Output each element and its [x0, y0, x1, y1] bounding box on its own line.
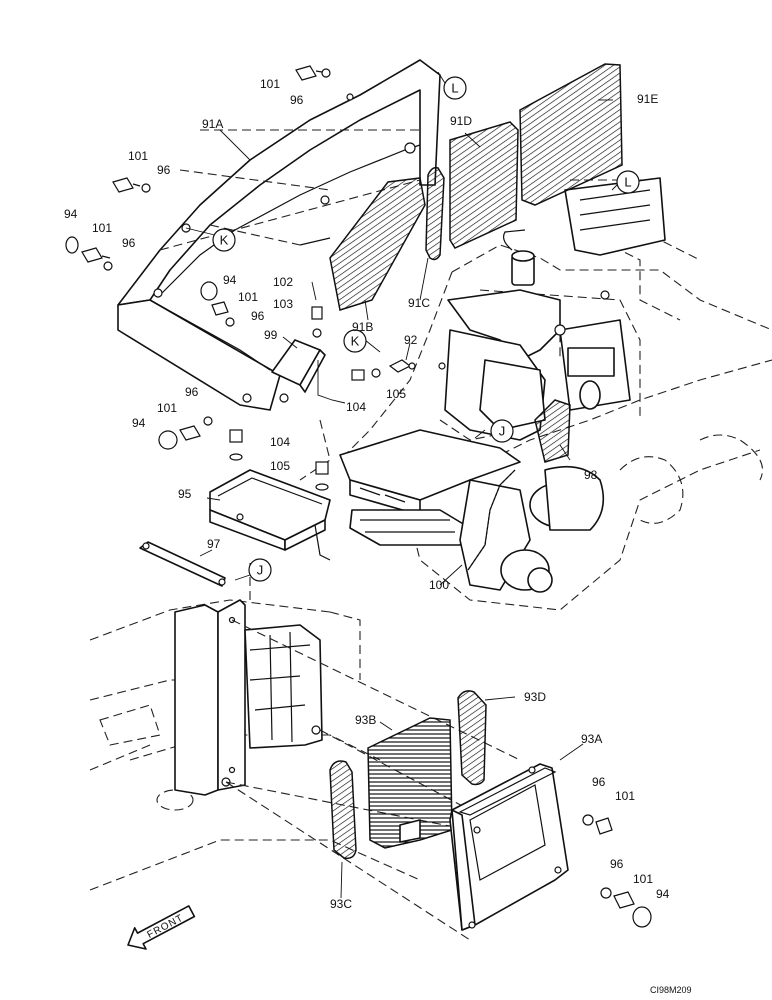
- panel-91e: [519, 63, 623, 206]
- label-91d: 91D: [450, 114, 472, 128]
- step-frame: [339, 429, 605, 593]
- label-91e: 91E: [637, 92, 658, 106]
- label-104: 104: [346, 400, 366, 414]
- label-100: 100: [429, 578, 449, 592]
- panel-93b: [367, 717, 453, 849]
- drawing-code: CI98M209: [650, 985, 692, 995]
- ref-circle-j-middle: J: [490, 419, 514, 443]
- machine-body-details: [444, 177, 666, 441]
- strap-97: [139, 541, 226, 587]
- label-92: 92: [404, 333, 418, 347]
- label-94: 94: [223, 273, 237, 287]
- ref-circle-l-top: L: [443, 76, 467, 100]
- label-96: 96: [592, 775, 606, 789]
- label-94: 94: [132, 416, 146, 430]
- label-97: 97: [207, 537, 221, 551]
- label-99: 99: [264, 328, 278, 342]
- panel-91c: [425, 166, 445, 261]
- mounting-frame: [174, 599, 521, 941]
- cover-93a: [449, 763, 569, 931]
- label-94: 94: [64, 207, 78, 221]
- label-101: 101: [92, 221, 112, 235]
- panel-91d: [449, 121, 519, 249]
- svg-text:L: L: [624, 175, 631, 190]
- svg-text:J: J: [499, 424, 506, 439]
- fasteners-upper: [65, 65, 446, 491]
- label-101: 101: [260, 77, 280, 91]
- label-93d: 93D: [524, 690, 546, 704]
- label-105: 105: [386, 387, 406, 401]
- label-95: 95: [178, 487, 192, 501]
- label-96: 96: [122, 236, 136, 250]
- svg-text:J: J: [257, 563, 264, 578]
- svg-text:L: L: [451, 81, 458, 96]
- label-91a: 91A: [202, 117, 223, 131]
- label-96: 96: [157, 163, 171, 177]
- label-91b: 91B: [352, 320, 373, 334]
- label-98: 98: [584, 468, 598, 482]
- label-96: 96: [185, 385, 199, 399]
- label-93c: 93C: [330, 897, 352, 911]
- panel-93d: [457, 690, 487, 786]
- fasteners-lower: [582, 814, 652, 928]
- label-101: 101: [615, 789, 635, 803]
- label-94: 94: [656, 887, 670, 901]
- panel-93c: [329, 760, 357, 860]
- label-103: 103: [273, 297, 293, 311]
- label-101: 101: [157, 401, 177, 415]
- battery-box-95: [209, 469, 331, 561]
- label-104: 104: [270, 435, 290, 449]
- ref-circle-k-middle: K: [343, 329, 367, 353]
- bracket-99: [271, 339, 326, 403]
- ref-circle-l-right: L: [616, 170, 640, 194]
- ref-circle-j-left: J: [248, 558, 272, 582]
- label-101: 101: [238, 290, 258, 304]
- wire-harness-100: [467, 469, 516, 571]
- svg-text:K: K: [220, 233, 229, 248]
- label-105: 105: [270, 459, 290, 473]
- label-96: 96: [610, 857, 624, 871]
- part-number-labels: 101 96 91A 101 96 94 101 96 91D 91E 94 1…: [64, 77, 670, 911]
- label-96: 96: [290, 93, 304, 107]
- front-arrow: FRONT: [127, 905, 196, 950]
- svg-text:K: K: [351, 334, 360, 349]
- label-102: 102: [273, 275, 293, 289]
- label-96: 96: [251, 309, 265, 323]
- ref-circle-k-left: K: [212, 228, 236, 252]
- panel-91b: [329, 177, 426, 311]
- label-91c: 91C: [408, 296, 430, 310]
- label-93b: 93B: [355, 713, 376, 727]
- label-101: 101: [633, 872, 653, 886]
- label-101: 101: [128, 149, 148, 163]
- label-93a: 93A: [581, 732, 602, 746]
